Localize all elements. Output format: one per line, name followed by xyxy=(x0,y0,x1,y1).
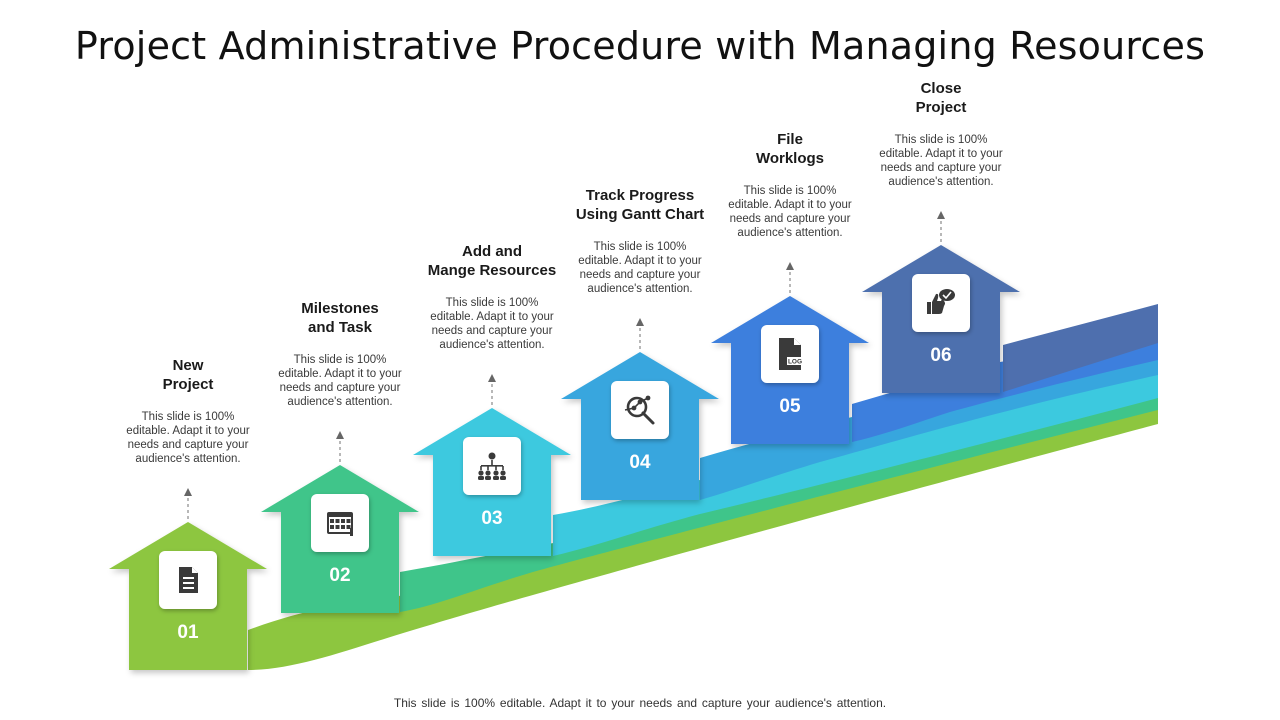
step-number: 05 xyxy=(779,396,801,417)
step-06: 06 xyxy=(862,211,1020,393)
step-description-line: needs and capture your xyxy=(880,162,1002,174)
guide-arrowhead xyxy=(336,431,344,439)
step-title-line: Using Gantt Chart xyxy=(575,206,705,223)
ribbon-band-4 xyxy=(700,355,1158,500)
step-04: 04 xyxy=(561,318,719,500)
step-description: This slide is 100% editable. Adapt it to … xyxy=(270,353,410,409)
ribbon-band-2 xyxy=(400,396,1158,612)
document-icon xyxy=(179,567,198,593)
step-description-line: This slide is 100% xyxy=(293,354,387,366)
step-description-line: This slide is 100% xyxy=(593,241,687,253)
ribbon xyxy=(248,304,1158,670)
guide-arrowhead xyxy=(786,262,794,270)
step-description-line: This slide is 100% xyxy=(894,134,988,146)
step-description: This slide is 100% editable. Adapt it to … xyxy=(118,410,258,466)
step-number: 03 xyxy=(481,508,502,529)
guide-arrowhead xyxy=(184,488,192,496)
step-title-line: Milestones xyxy=(301,300,379,317)
step-description-line: editable. Adapt it to your xyxy=(578,255,702,267)
step-description-line: audience's attention. xyxy=(287,396,393,408)
footer-note: This slide is 100% editable. Adapt it to… xyxy=(393,696,887,710)
step-title-line: New xyxy=(172,357,204,374)
step-description-line: needs and capture your xyxy=(127,439,249,451)
step-description-line: needs and capture your xyxy=(431,325,553,337)
step-description: This slide is 100% editable. Adapt it to … xyxy=(422,296,562,352)
step-05: LOG 05 xyxy=(711,262,869,444)
step-description: This slide is 100% editable. Adapt it to … xyxy=(720,184,860,240)
step-description-line: needs and capture your xyxy=(729,213,851,225)
step-description-line: needs and capture your xyxy=(279,382,401,394)
step-number: 01 xyxy=(177,622,199,643)
step-description-line: editable. Adapt it to your xyxy=(430,311,554,323)
step-description: This slide is 100% editable. Adapt it to … xyxy=(570,240,710,296)
step-title-line: Mange Resources xyxy=(427,262,557,279)
step-title-line: File xyxy=(777,131,803,148)
step-number: 06 xyxy=(930,345,951,366)
guide-arrowhead xyxy=(937,211,945,219)
step-description-line: audience's attention. xyxy=(135,453,241,465)
ribbon-band-1 xyxy=(248,408,1158,670)
guide-arrowhead xyxy=(488,374,496,382)
step-title-line: and Task xyxy=(308,319,372,336)
svg-text:LOG: LOG xyxy=(788,359,802,366)
step-description-line: needs and capture your xyxy=(579,269,701,281)
step-title-line: Add and xyxy=(462,243,522,260)
calendar-icon xyxy=(327,512,353,536)
step-title-line: Project xyxy=(162,376,214,393)
step-number: 02 xyxy=(329,565,350,586)
step-description-line: editable. Adapt it to your xyxy=(126,425,250,437)
step-description-line: editable. Adapt it to your xyxy=(879,148,1003,160)
step-title: Milestones and Task xyxy=(260,299,420,337)
step-description-line: This slide is 100% xyxy=(445,297,539,309)
step-description: This slide is 100% editable. Adapt it to … xyxy=(871,133,1011,189)
steps-layer: 01 02 03 04 LOG 05 06 xyxy=(109,211,1020,670)
step-description-line: editable. Adapt it to your xyxy=(728,199,852,211)
page-title: Project Administrative Procedure with Ma… xyxy=(74,24,1206,68)
step-title-line: Track Progress xyxy=(585,187,695,204)
step-02: 02 xyxy=(261,431,419,613)
step-description-line: editable. Adapt it to your xyxy=(278,368,402,380)
step-description-line: audience's attention. xyxy=(439,339,545,351)
step-description-line: audience's attention. xyxy=(587,283,693,295)
thumbs-up-chat-icon xyxy=(927,289,955,314)
step-description-line: audience's attention. xyxy=(888,176,994,188)
step-03: 03 xyxy=(413,374,571,556)
ribbon-band-6 xyxy=(1003,304,1158,392)
ribbon-band-3 xyxy=(553,372,1158,556)
step-title-line: Close xyxy=(920,80,962,97)
step-number: 04 xyxy=(629,452,651,473)
step-description-line: audience's attention. xyxy=(737,227,843,239)
step-description-line: This slide is 100% xyxy=(743,185,837,197)
step-title-line: Project xyxy=(915,99,967,116)
step-01: 01 xyxy=(109,488,267,670)
step-title-line: Worklogs xyxy=(755,150,825,167)
org-chart-icon xyxy=(478,452,506,480)
magnifier-chart-icon xyxy=(624,395,655,425)
log-file-icon: LOG xyxy=(779,338,803,370)
step-description-line: This slide is 100% xyxy=(141,411,235,423)
icon-box xyxy=(611,381,669,439)
guide-arrowhead xyxy=(636,318,644,326)
